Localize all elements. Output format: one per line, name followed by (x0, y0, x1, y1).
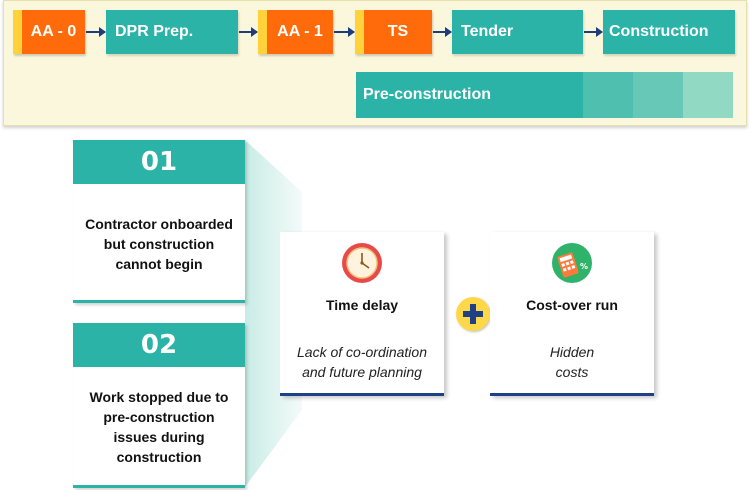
card-number: 01 (73, 140, 245, 184)
stage-label: AA - 1 (277, 23, 323, 40)
flow-arrow (239, 27, 258, 37)
stage-dpr-prep: DPR Prep. (106, 10, 238, 54)
panel-title: Cost-over run (526, 297, 618, 313)
preconstruction-bar: Pre-construction (356, 72, 735, 118)
stage-aa-1: AA - 1 (258, 10, 333, 54)
card-text: Work stopped due to pre-construction iss… (73, 387, 245, 467)
stage-label: Tender (461, 23, 514, 40)
preconstruction-label: Pre-construction (356, 72, 583, 118)
panel-description: Lack of co-ordination and future plannin… (280, 342, 444, 382)
panel-description: Hidden costs (490, 342, 654, 382)
card-line: Work stopped due to (89, 389, 229, 405)
fade-segment (633, 72, 683, 118)
desc-line: costs (555, 364, 589, 380)
card-text: Contractor onboarded but construction ca… (73, 214, 245, 274)
flow-arrow (86, 27, 106, 37)
stage-construction: Construction (603, 10, 735, 54)
flow-arrow (433, 27, 452, 37)
issue-card-01: 01 Contractor onboarded but construction… (73, 140, 245, 303)
card-line: but construction (103, 236, 215, 252)
card-line: construction (116, 449, 202, 465)
flow-arrow (584, 27, 603, 37)
fade-segment (683, 72, 733, 118)
stage-label: TS (387, 23, 409, 40)
desc-line: Hidden (549, 344, 595, 360)
svg-text:%: % (580, 262, 588, 271)
stage-label: DPR Prep. (115, 23, 194, 40)
card-line: Contractor onboarded (85, 216, 233, 232)
desc-line: and future planning (302, 364, 422, 380)
cost-overrun-panel: % Cost-over run Hidden costs (490, 232, 654, 396)
stage-aa-0: AA - 0 (13, 10, 85, 54)
fan-connector (245, 140, 302, 487)
card-line: issues during (113, 429, 205, 445)
stage-tender: Tender (452, 10, 583, 54)
desc-line: Lack of co-ordination (297, 344, 427, 360)
card-line: cannot begin (115, 256, 203, 272)
flow-arrow (334, 27, 355, 37)
card-line: pre-construction (103, 409, 215, 425)
calculator-icon: % (552, 243, 592, 283)
clock-icon (342, 243, 382, 283)
card-number: 02 (73, 323, 245, 367)
time-delay-panel: Time delay Lack of co-ordination and fut… (280, 232, 444, 396)
fade-segment (583, 72, 633, 118)
issue-card-02: 02 Work stopped due to pre-construction … (73, 323, 245, 488)
stage-ts: TS (355, 10, 432, 54)
panel-title: Time delay (325, 297, 399, 313)
plus-icon (456, 297, 490, 331)
stage-label: AA - 0 (30, 23, 77, 40)
stage-label: Construction (609, 23, 709, 40)
